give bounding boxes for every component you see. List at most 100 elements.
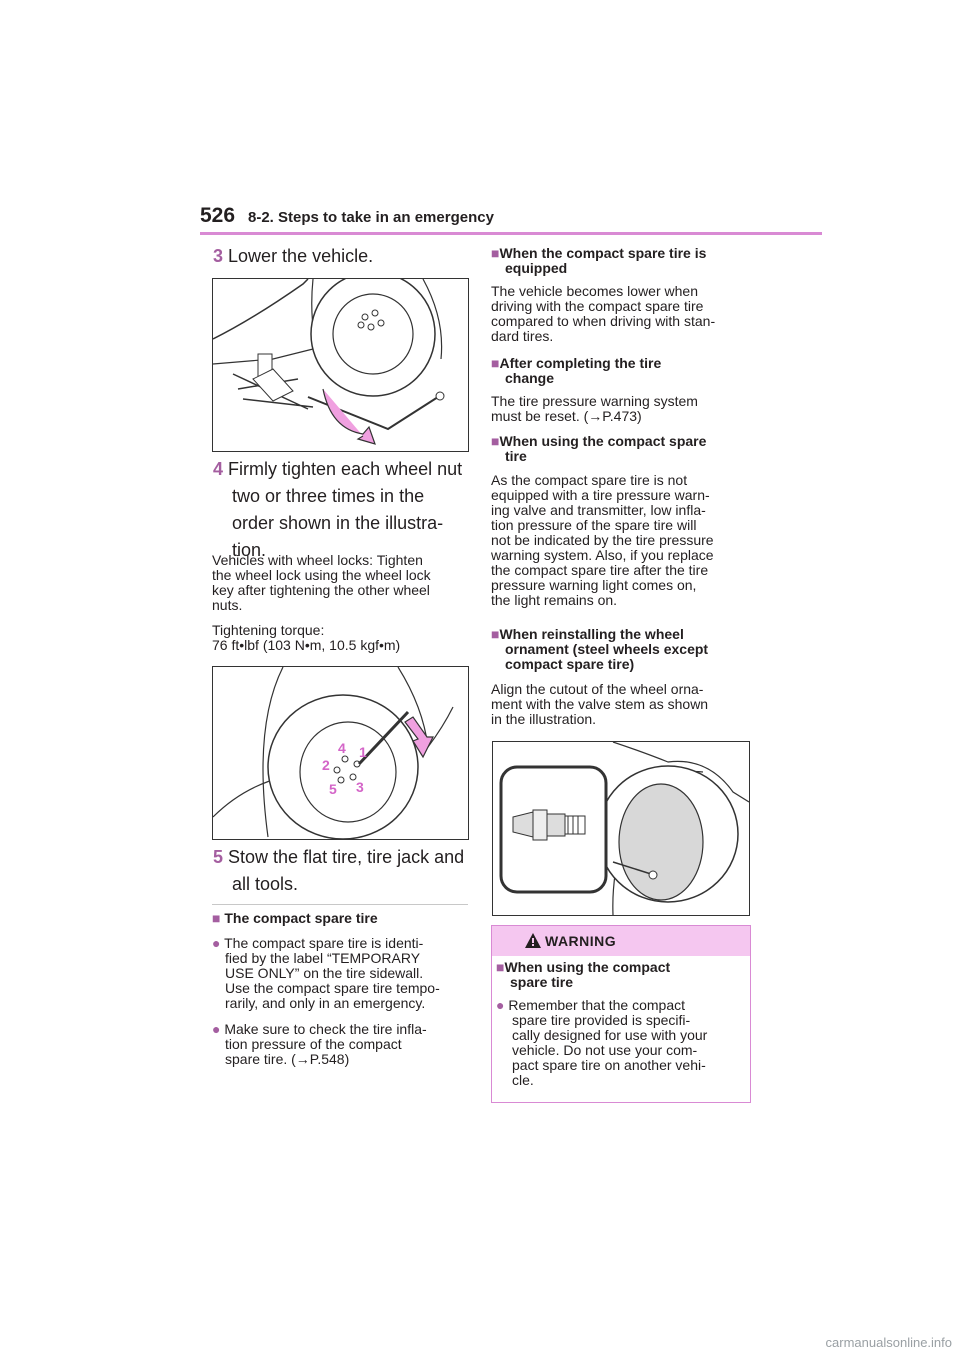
heading-line: tire — [505, 448, 527, 464]
square-bullet-icon: ■ — [496, 959, 505, 975]
para-line: must be reset. (→P.473) — [491, 408, 642, 424]
heading-line: equipped — [505, 260, 568, 276]
para-line: in the illustration. — [491, 711, 597, 727]
bullet-line: Remember that the compact — [508, 997, 685, 1013]
wheel-lock-note: Vehicles with wheel locks: Tighten the w… — [212, 553, 472, 613]
para-line: As the compact spare tire is not — [491, 472, 688, 488]
para-after-change: The tire pressure warning system must be… — [491, 394, 756, 424]
step-number: 3 — [213, 246, 224, 266]
square-bullet-icon: ■ — [491, 626, 500, 642]
torque-label: Tightening torque: — [212, 622, 325, 638]
valve-stem-illustration — [492, 741, 750, 916]
bullet-line: Use the compact spare tire tempo- — [225, 980, 440, 996]
heading-text: The compact spare tire — [224, 910, 378, 926]
watermark: carmanualsonline.info — [825, 1335, 952, 1350]
para-line: not be indicated by the tire pressure — [491, 532, 714, 548]
para-line: the light remains on. — [491, 592, 618, 608]
header-divider — [200, 232, 822, 235]
nut-label-4: 4 — [338, 740, 346, 756]
heading-line: After completing the tire — [499, 355, 662, 371]
heading-line: When reinstalling the wheel — [499, 626, 684, 642]
nut-label-1: 1 — [359, 744, 367, 760]
para-line: ing valve and transmitter, low infla- — [491, 502, 706, 518]
para-line: equipped with a tire pressure warn- — [491, 487, 710, 503]
heading-compact-equipped: ■When the compact spare tire is equipped — [491, 246, 756, 276]
para-line: ment with the valve stem as shown — [491, 696, 709, 712]
warning-header: WARNING — [492, 926, 750, 956]
para-line: pressure warning light comes on, — [491, 577, 697, 593]
compact-heading: ■ The compact spare tire — [212, 911, 378, 926]
warning-triangle-icon — [525, 933, 541, 948]
step-4: 4 Firmly tighten each wheel nut two or t… — [213, 456, 473, 564]
compact-bullet-2: ● Make sure to check the tire infla- tio… — [212, 1022, 472, 1067]
bullet-line: USE ONLY” on the tire sidewall. — [225, 965, 424, 981]
lower-vehicle-illustration — [212, 278, 469, 452]
step-number: 4 — [213, 459, 224, 479]
para-line: dard tires. — [491, 328, 554, 344]
dot-bullet-icon: ● — [496, 997, 505, 1013]
step-3: 3 Lower the vehicle. — [213, 243, 373, 270]
bullet-line: spare tire. (→P.548) — [225, 1051, 350, 1067]
note-line: key after tightening the other wheel — [212, 582, 430, 598]
bullet-line: pact spare tire on another vehi- — [512, 1057, 706, 1073]
bullet-line: The compact spare tire is identi- — [224, 935, 424, 951]
para-line: compared to when driving with stan- — [491, 313, 716, 329]
nut-label-2: 2 — [322, 757, 330, 773]
step-number: 5 — [213, 847, 224, 867]
section-divider — [212, 904, 468, 905]
warning-box: WARNING ■When using the compact spare ti… — [491, 925, 751, 1103]
para-line: Align the cutout of the wheel orna- — [491, 681, 704, 697]
heading-line: change — [505, 370, 555, 386]
nut-label-3: 3 — [356, 779, 364, 795]
para-compact-equipped: The vehicle becomes lower when driving w… — [491, 284, 756, 344]
torque-note: Tightening torque: 76 ft•lbf (103 N•m, 1… — [212, 623, 472, 653]
heading-line: When using the compact spare — [499, 433, 707, 449]
heading-using-compact: ■When using the compact spare tire — [491, 434, 756, 464]
warning-bullet: ● Remember that the compact spare tire p… — [496, 998, 748, 1088]
nut-label-5: 5 — [329, 781, 337, 797]
square-bullet-icon: ■ — [212, 910, 221, 926]
para-line: driving with the compact spare tire — [491, 298, 704, 314]
step-line: order shown in the illustra- — [232, 513, 444, 533]
step-line: Firmly tighten each wheel nut — [228, 459, 463, 479]
square-bullet-icon: ■ — [491, 355, 500, 371]
heading-after-change: ■After completing the tire change — [491, 356, 756, 386]
step-text: Lower the vehicle. — [228, 246, 374, 266]
heading-line: compact spare tire) — [505, 656, 635, 672]
para-line: the compact spare tire after the tire — [491, 562, 709, 578]
para-line: The vehicle becomes lower when — [491, 283, 698, 299]
para-line: tion pressure of the spare tire will — [491, 517, 697, 533]
para-line: The tire pressure warning system — [491, 393, 698, 409]
note-line: the wheel lock using the wheel lock — [212, 567, 431, 583]
step-line: Stow the flat tire, tire jack and — [228, 847, 465, 867]
heading-line: ornament (steel wheels except — [505, 641, 709, 657]
torque-value: 76 ft•lbf (103 N•m, 10.5 kgf•m) — [212, 637, 401, 653]
warning-heading: ■When using the compact spare tire — [496, 960, 746, 990]
heading-line: When the compact spare tire is — [499, 245, 707, 261]
step-line: two or three times in the — [232, 486, 425, 506]
heading-line: When using the compact — [504, 959, 671, 975]
square-bullet-icon: ■ — [491, 433, 500, 449]
step-line: all tools. — [232, 874, 299, 894]
warning-title: WARNING — [545, 933, 617, 949]
dot-bullet-icon: ● — [212, 1021, 221, 1037]
step-line: tion. — [232, 540, 267, 560]
para-using-compact: As the compact spare tire is not equippe… — [491, 473, 756, 608]
square-bullet-icon: ■ — [491, 245, 500, 261]
bullet-line: cally designed for use with your — [512, 1027, 708, 1043]
note-line: Vehicles with wheel locks: Tighten — [212, 552, 423, 568]
bullet-line: fied by the label “TEMPORARY — [225, 950, 421, 966]
note-line: nuts. — [212, 597, 243, 613]
step-5: 5 Stow the flat tire, tire jack and all … — [213, 844, 473, 898]
para-line: warning system. Also, if you replace — [491, 547, 714, 563]
bullet-line: spare tire provided is specifi- — [512, 1012, 691, 1028]
heading-reinstall-ornament: ■When reinstalling the wheel ornament (s… — [491, 627, 756, 672]
heading-line: spare tire — [510, 974, 574, 990]
page-number: 526 — [200, 204, 236, 227]
bullet-line: tion pressure of the compact — [225, 1036, 402, 1052]
nut-order-illustration: 4 1 2 3 5 — [212, 666, 469, 840]
section-title: 8-2. Steps to take in an emergency — [248, 209, 494, 226]
bullet-line: rarily, and only in an emergency. — [225, 995, 426, 1011]
compact-bullet-1: ● The compact spare tire is identi- fied… — [212, 936, 472, 1011]
bullet-line: Make sure to check the tire infla- — [224, 1021, 427, 1037]
